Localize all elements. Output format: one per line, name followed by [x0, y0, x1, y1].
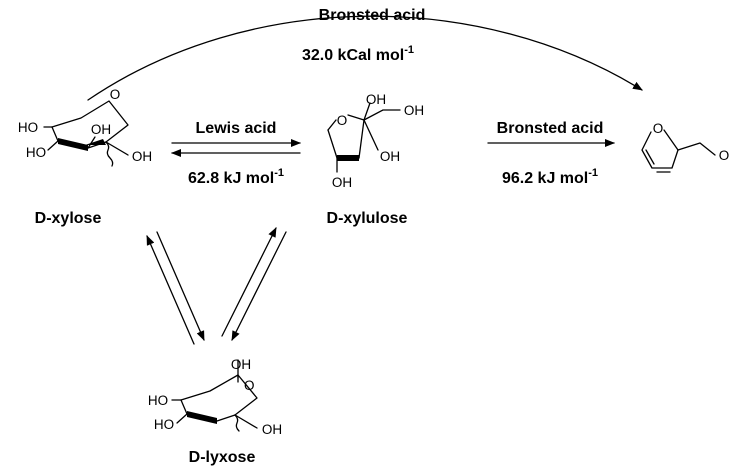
lewis-energy-label: 62.8 kJ mol-1 — [188, 167, 284, 187]
atom-oh: OH — [132, 149, 152, 164]
lyxose-structure: OH HO HO O OH — [148, 357, 282, 437]
atom-oh: OH — [380, 149, 400, 164]
top-curved-arrow — [87, 15, 643, 101]
arrow-xylulose-to-lyxose — [231, 231, 287, 341]
xylose-label: D-xylose — [35, 210, 102, 227]
xylose-structure: HO HO OH OH O — [18, 87, 152, 167]
lewis-condition-label: Lewis acid — [196, 120, 277, 137]
top-condition-label: Bronsted acid — [319, 7, 426, 24]
atom-oh: OH — [404, 103, 424, 118]
top-energy-label: 32.0 kCal mol-1 — [302, 44, 414, 64]
atom-ho: HO — [154, 417, 174, 432]
atom-oh: OH — [366, 92, 386, 107]
xylulose-structure: O OH OH OH OH — [327, 92, 424, 190]
arrow-lyxose-to-xylulose — [221, 227, 277, 337]
atom-oh: OH — [91, 122, 111, 137]
ring-oxygen: O — [110, 87, 121, 102]
atom-oh: OH — [332, 175, 352, 190]
lyxose-label: D-lyxose — [189, 449, 256, 466]
atom-ho: HO — [18, 120, 38, 135]
carbonyl-oxygen: O — [719, 148, 730, 163]
ring-oxygen: O — [337, 113, 348, 128]
xylulose-label: D-xylulose — [327, 210, 408, 227]
bronsted-condition-label: Bronsted acid — [497, 120, 604, 137]
bronsted-energy-label: 96.2 kJ mol-1 — [502, 167, 598, 187]
arrow-lyxose-to-xylose — [146, 235, 195, 345]
atom-oh: OH — [231, 357, 251, 372]
ring-oxygen: O — [653, 121, 664, 136]
ring-oxygen: O — [244, 378, 255, 393]
atom-oh: OH — [262, 422, 282, 437]
atom-ho: HO — [148, 393, 168, 408]
furfural-structure: O O — [641, 121, 730, 173]
arrow-xylose-to-lyxose — [156, 231, 205, 341]
atom-ho: HO — [26, 145, 46, 160]
